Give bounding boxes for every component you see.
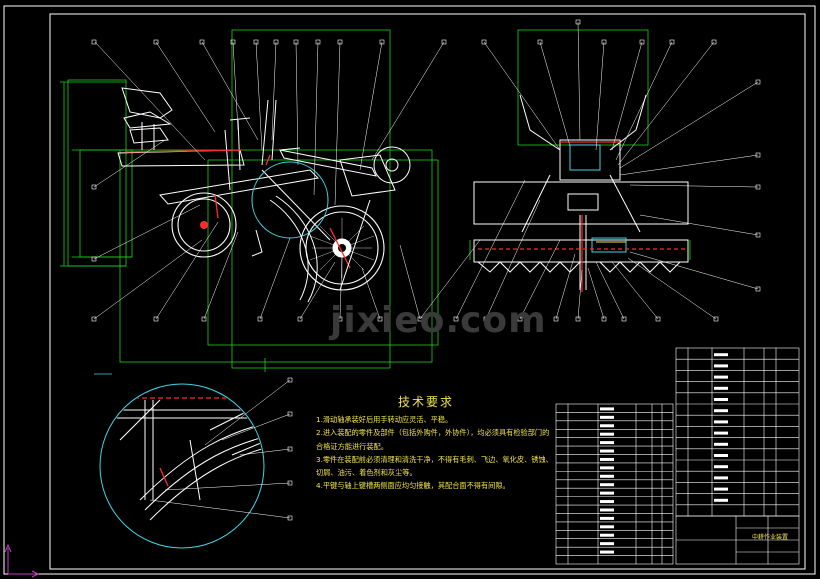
parts-list-entry [714,375,728,379]
outer-frame [3,5,816,575]
callout-balloon [287,411,293,417]
callout-balloon [453,316,459,322]
parts-list-entry [714,487,728,491]
parts-list-entry [600,415,614,419]
parts-list-entry [600,500,614,504]
callout-balloon [257,316,263,322]
callout-balloon [621,316,627,322]
callout-balloon [253,39,259,45]
parts-list [555,347,800,565]
parts-list-entry [714,498,728,502]
parts-list-entry [600,533,614,537]
inner-frame [49,13,806,570]
notes-title: 技术要求 [397,395,454,409]
callout-balloon [91,316,97,322]
parts-list-entry [600,449,614,453]
parts-list-entry [600,466,614,470]
callout-balloon [199,39,205,45]
callout-balloon [91,184,97,190]
callout-balloon [601,316,607,322]
callout-balloon [287,377,293,383]
callout-balloon [287,515,293,521]
parts-list-entry [714,465,728,469]
callout-balloon [441,39,447,45]
parts-list-entry [714,398,728,401]
callout-balloon [601,39,607,45]
parts-list-entry [714,420,728,424]
callout-balloon [91,256,97,262]
callout-balloon [297,316,303,322]
callout-balloon [711,39,717,45]
parts-list-entry [600,542,614,546]
parts-list-entry [600,441,614,445]
parts-list-entry [714,386,728,390]
callout-balloon [575,19,581,25]
callout-balloon [337,316,343,322]
callout-balloon [553,316,559,322]
parts-list-entry [714,476,728,480]
parts-list-entry [600,432,614,436]
callout-balloon [755,79,761,85]
note-item-4: 4.平键与轴上键槽两侧面应均匀接触，其配合面不得有间隙。 [316,481,510,491]
callout-balloon [713,316,719,322]
detail-view [94,373,291,549]
parts-list-entry [714,454,728,457]
callout-balloon [153,39,159,45]
callout-balloon [379,39,385,45]
front-view [419,21,759,320]
callout-balloon [755,286,761,292]
technical-requirements: 技术要求 1.滑动轴承装好后用手转动应灵活、平稳。 2.进入装配的零件及部件（包… [316,395,556,492]
parts-list-entry [600,525,614,529]
callout-balloon [517,316,523,322]
parts-list-entry [714,353,728,357]
callout-balloon [669,39,675,45]
parts-list-entry [714,409,728,413]
note-item-3: 3.零件在装配前必须清理和清洗干净，不得有毛刺、飞边、氧化皮、锈蚀、切屑、油污、… [316,454,553,478]
callout-balloon [755,184,761,190]
callout-balloon [755,232,761,238]
parts-list-entry [600,407,614,411]
title-block-name: 中耕作业装置 [752,534,789,541]
parts-list-entry [600,550,614,554]
watermark: jixieo.com [330,300,547,341]
callout-balloon [273,39,279,45]
side-view [60,29,445,372]
callout-balloon [201,316,207,322]
callout-balloon [755,152,761,158]
callout-balloon [481,39,487,45]
parts-list-entry [600,516,614,520]
callout-balloon [483,316,489,322]
callout-balloon [287,446,293,452]
parts-list-entry [714,431,728,435]
callout-balloon [575,316,581,322]
callout-balloon [293,39,299,45]
note-item-1: 1.滑动轴承装好后用手转动应灵活、平稳。 [316,415,453,425]
callout-balloon [377,316,383,322]
parts-list-entry [714,442,728,446]
parts-list-entry [600,491,614,495]
callout-balloon [153,316,159,322]
callout-balloon [537,39,543,45]
callout-balloon [287,480,293,486]
callout-balloon [315,39,321,45]
parts-list-entry [600,483,614,487]
callout-balloon [417,316,423,322]
callout-balloon [91,39,97,45]
note-item-2: 2.进入装配的零件及部件（包括外购件，外协件），均必须具有检验部门的合格证方能进… [316,428,550,451]
callout-balloon [230,39,236,45]
callout-balloon [639,39,645,45]
ucs-axis-icon [4,543,40,578]
parts-list-entry [714,364,728,368]
parts-list-entry [600,424,614,428]
callout-balloon [337,39,343,45]
parts-list-entry [600,457,614,461]
callout-balloon [655,316,661,322]
parts-list-entry [600,508,614,512]
parts-list-entry [600,474,614,478]
